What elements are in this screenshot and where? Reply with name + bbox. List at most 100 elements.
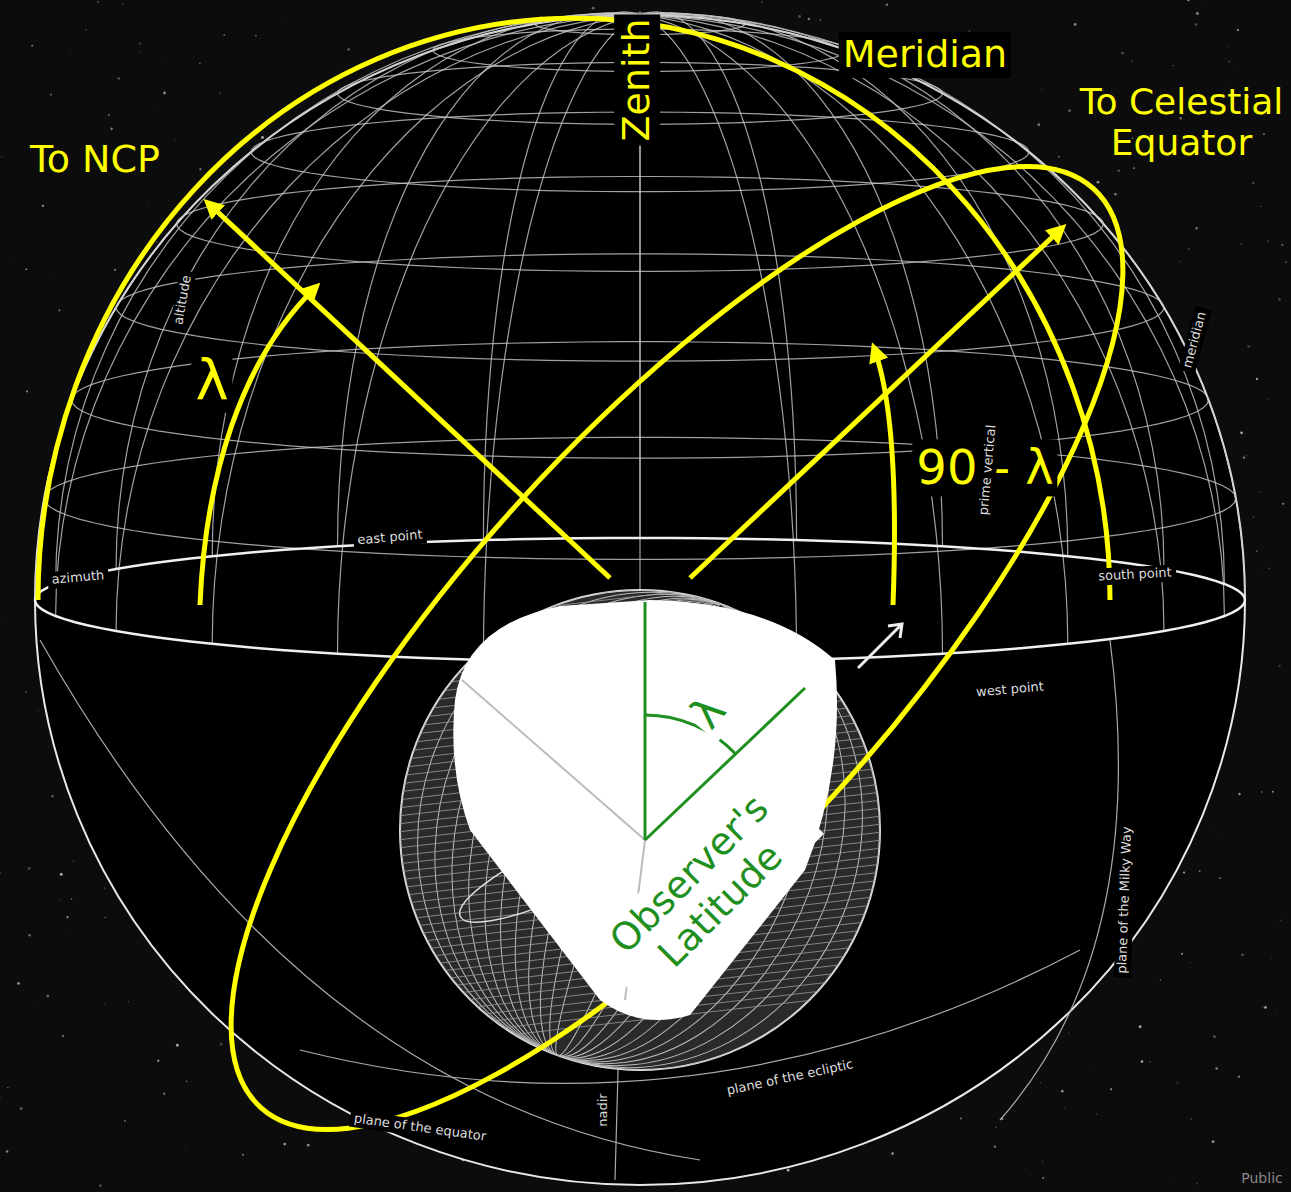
star <box>1252 182 1254 184</box>
star <box>1247 345 1250 348</box>
star <box>71 898 72 899</box>
star <box>1118 170 1120 172</box>
star <box>1279 665 1281 667</box>
star <box>1131 61 1132 62</box>
star <box>1259 491 1261 493</box>
star <box>7 198 9 200</box>
star <box>139 42 142 45</box>
star <box>1238 1076 1240 1078</box>
star <box>42 205 44 207</box>
star <box>185 1148 187 1150</box>
globe-disc <box>400 590 880 1070</box>
star <box>59 899 60 900</box>
star <box>1040 1082 1041 1083</box>
star <box>31 45 33 47</box>
star <box>1190 1118 1191 1119</box>
celestial-equator-ellipse <box>101 44 1252 1192</box>
star <box>1179 260 1181 262</box>
star <box>1042 1177 1044 1179</box>
star <box>117 77 120 80</box>
star <box>110 128 112 130</box>
star <box>1264 1006 1267 1009</box>
star <box>139 51 140 52</box>
star <box>1267 240 1268 241</box>
grey-radius <box>462 680 645 840</box>
star <box>261 136 264 139</box>
star <box>103 128 105 130</box>
plane-annotation: plane of the Milky Way <box>1114 822 1136 978</box>
star <box>808 18 811 21</box>
star <box>1215 1067 1218 1070</box>
star <box>28 934 30 936</box>
star <box>255 35 257 37</box>
cardinal-point: east point <box>353 526 427 549</box>
star <box>37 710 38 711</box>
zenith-radius <box>644 602 647 840</box>
star <box>798 15 801 18</box>
zenith-label: Zenith <box>614 14 660 145</box>
star <box>105 917 106 918</box>
star <box>0 621 1 623</box>
star <box>1282 503 1284 505</box>
star <box>156 241 158 243</box>
star <box>1063 1106 1065 1108</box>
star <box>220 1043 223 1046</box>
direction-label: To Celestial Equator <box>1075 80 1288 165</box>
star <box>199 62 201 64</box>
star <box>51 795 54 798</box>
sphere-grid <box>35 12 1245 662</box>
star <box>186 1081 188 1083</box>
star <box>157 1059 159 1061</box>
plane-annotation: plane of the ecliptic <box>721 1055 858 1100</box>
star <box>1061 1090 1064 1093</box>
star <box>1023 1167 1025 1169</box>
latitude-label: Observer's Latitude <box>586 771 825 1010</box>
watermark: Public <box>1237 1169 1286 1187</box>
star <box>1269 568 1270 569</box>
azimuth-line <box>640 15 943 654</box>
star <box>1209 397 1211 399</box>
star <box>1271 957 1273 959</box>
plane-annotation: plane of the equator <box>349 1110 491 1146</box>
star <box>147 204 148 205</box>
globe-meridian <box>351 529 929 1131</box>
direction-label: To NCP <box>26 137 164 183</box>
globe-meridian <box>389 543 891 1117</box>
star <box>1174 1181 1176 1183</box>
star <box>1097 181 1100 184</box>
star <box>1285 261 1287 263</box>
star <box>592 7 595 10</box>
star <box>1246 455 1248 457</box>
star <box>26 268 28 270</box>
star <box>174 139 176 141</box>
star <box>1150 1061 1151 1062</box>
star <box>1068 109 1071 112</box>
star <box>886 4 889 7</box>
star <box>1219 877 1221 879</box>
azimuth-line <box>640 13 943 547</box>
star <box>17 982 20 985</box>
star <box>1074 23 1077 26</box>
star <box>124 1120 126 1122</box>
star <box>1243 457 1245 459</box>
star <box>1041 89 1042 90</box>
star <box>6 1150 9 1153</box>
star <box>1196 12 1199 15</box>
star <box>0 872 1 874</box>
star <box>1133 167 1135 169</box>
star <box>1228 60 1230 62</box>
star <box>11 256 13 258</box>
meridian-arc <box>38 18 1110 600</box>
star <box>60 873 63 876</box>
star <box>272 1139 274 1141</box>
star <box>1222 970 1224 972</box>
star <box>70 52 72 54</box>
star <box>1240 243 1242 245</box>
star <box>1199 870 1201 872</box>
star <box>1253 516 1255 518</box>
star <box>28 867 31 870</box>
star <box>140 184 142 186</box>
star <box>1058 156 1060 158</box>
